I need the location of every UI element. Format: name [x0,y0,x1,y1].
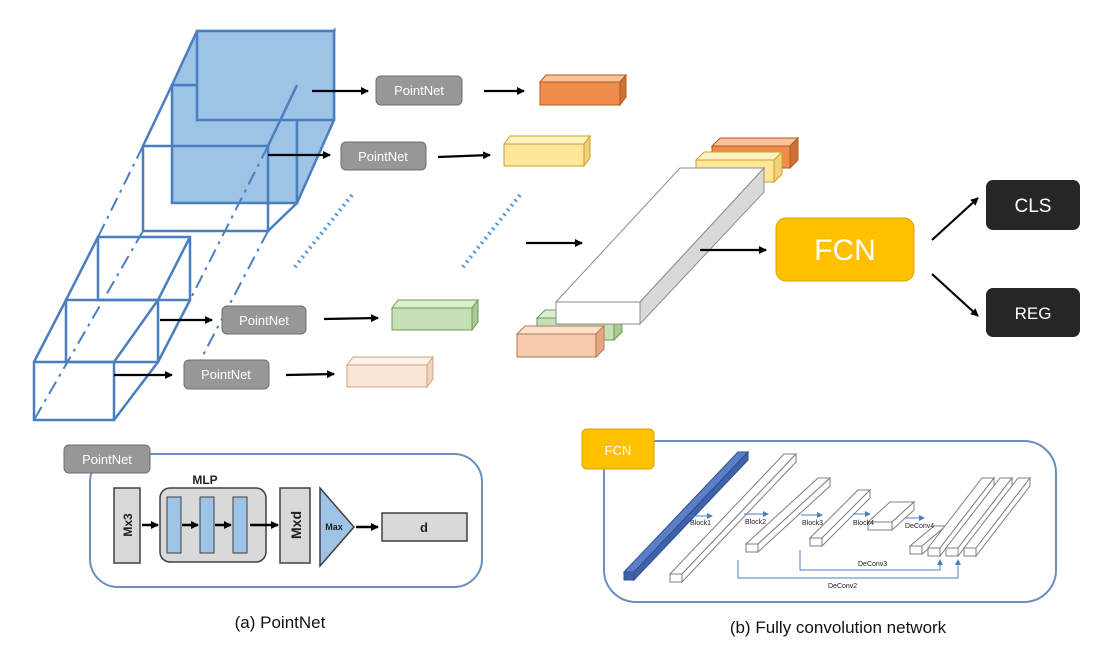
arrow-fcn-cls [931,197,979,241]
caption-a: (a) PointNet [235,613,326,632]
voxel-lower-3 [32,299,160,422]
arrow-fcn-reg [931,273,979,317]
pointnet-label-4: PointNet [201,367,251,382]
feature-block-peach [346,355,434,389]
reg-label: REG [1015,304,1052,323]
pointnet-box-4: PointNet [183,359,270,390]
fcn-detail-tab: FCN [605,443,632,458]
pointnet-box-1: PointNet [375,75,463,106]
ellipsis-features [460,193,522,270]
pointnet-label-3: PointNet [239,313,289,328]
voxel-long-edges [33,145,269,421]
arrow-pointnet4-feature [285,370,335,379]
cls-output-box: CLS [986,180,1080,230]
ellipsis-voxels [292,193,354,270]
caption-b: (b) Fully convolution network [730,618,947,637]
feature-block-green [391,298,479,332]
stacked-tensor [515,136,800,359]
reg-output-box: REG [986,288,1080,337]
pointnet-detail-tab: PointNet [82,452,132,467]
block2-label: Block2 [745,519,766,526]
voxel-second [141,84,299,233]
block1-label: Block1 [690,520,711,527]
arrow-pointnet2-feature [437,151,491,160]
deconv4-label: DeConv4 [905,523,934,530]
deconv2-connector [737,559,961,579]
feature-block-yellow [503,134,591,168]
deconv3-label: DeConv3 [858,561,887,568]
feature-block-orange [538,73,628,107]
pointnet-detail-panel: PointNet Mx3 MLP Mxd Max d [63,444,483,588]
voxel-top-filled [170,26,337,205]
block4-label: Block4 [853,520,874,527]
pointnet-box-3: PointNet [221,305,307,335]
deconv3-connector [799,550,943,571]
mlp-label: MLP [192,473,217,487]
fcn-box: FCN [775,217,915,282]
output-mxd-label: Mxd [288,511,304,539]
arrow-pointnet3-feature [323,314,379,323]
voxel-grid [32,26,337,422]
fcn-label: FCN [814,234,876,267]
pointnet-label-1: PointNet [394,83,444,98]
max-pool-label: Max [325,522,343,532]
voxel-lower-1 [96,235,192,302]
block3-label: Block3 [802,520,823,527]
cls-label: CLS [1015,196,1052,217]
pointnet-label-2: PointNet [358,149,408,164]
pointnet-box-2: PointNet [340,141,427,171]
deconv2-label: DeConv2 [828,583,857,590]
feature-d-label: d [420,520,428,535]
fcn-detail-panel: FCN [581,428,1057,603]
input-mx3-label: Mx3 [121,513,135,537]
